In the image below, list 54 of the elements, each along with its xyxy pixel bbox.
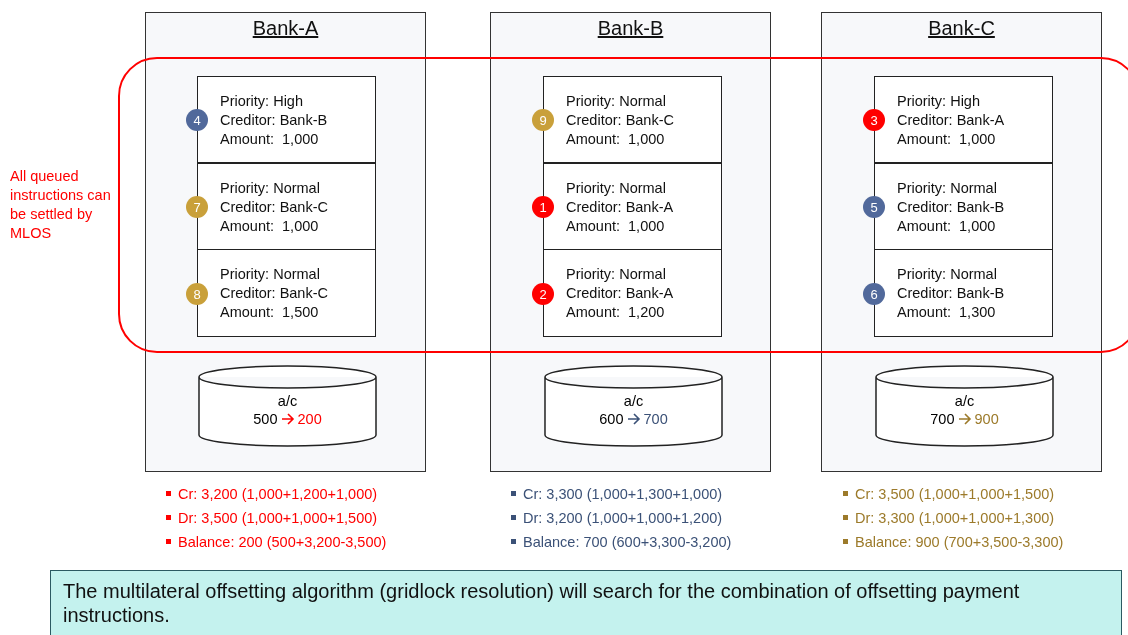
instruction-field: Priority: High [220,92,375,111]
instruction-field: Priority: Normal [897,265,1052,284]
instruction-field: Priority: Normal [566,92,721,111]
balance-before: 700 [930,411,955,427]
account-cylinder [875,365,1054,447]
instruction-field: Creditor: Bank-B [897,197,1052,217]
settlement-band [10,57,1128,353]
balance-after: 900 [974,411,999,427]
account-label: a/c [953,393,976,409]
instruction-field: Creditor: Bank-A [566,197,721,217]
instruction-field: Amount: 1,000 [566,216,721,236]
instruction-field: Creditor: Bank-A [897,111,1052,130]
instruction-field: Priority: High [897,92,1052,111]
account-label: a/c [276,393,299,409]
instruction-field: Amount: 1,000 [897,130,1052,149]
instruction-field: Amount: 1,000 [566,130,721,149]
balance-after: 200 [297,411,322,427]
instruction-field: Amount: 1,000 [220,130,375,149]
instruction-field: Priority: Normal [220,265,375,284]
instruction-field: Amount: 1,200 [566,303,721,322]
instruction-field: Amount: 1,300 [897,303,1052,322]
bullet-text: Balance: 900 (700+3,500-3,300) [855,534,1064,550]
account-cylinder [544,365,723,447]
panel-title: Bank-C [927,17,996,40]
instruction-field: Amount: 1,000 [220,216,375,236]
bullet-text: Cr: 3,300 (1,000+1,300+1,000) [523,486,723,502]
balance-before: 500 [253,411,278,427]
bullet-text: Dr: 3,500 (1,000+1,000+1,500) [178,510,378,526]
instruction-field: Creditor: Bank-C [566,111,721,130]
bullet-text: Balance: 200 (500+3,200-3,500) [178,534,387,550]
balance-after: 700 [643,411,668,427]
instruction-field: Amount: 1,000 [897,216,1052,236]
instruction-field: Creditor: Bank-B [897,284,1052,303]
instruction-field: Creditor: Bank-C [220,197,375,217]
panel-title: Bank-A [251,17,320,40]
instruction-field: Priority: Normal [566,178,721,198]
bullet-text: Dr: 3,300 (1,000+1,000+1,300) [855,510,1055,526]
bullet-text: Cr: 3,200 (1,000+1,200+1,000) [178,486,378,502]
note-box: The multilateral offsetting algorithm (gridlock resolution) will search for the combination of offsetting payment instructions. [50,570,1122,635]
bullet-text: Balance: 700 (600+3,300-3,200) [523,534,732,550]
bullet-text: Dr: 3,200 (1,000+1,000+1,200) [523,510,723,526]
account-cylinder [198,365,377,447]
instruction-field: Creditor: Bank-A [566,284,721,303]
instruction-field: Amount: 1,500 [220,303,375,322]
instruction-field: Creditor: Bank-C [220,284,375,303]
instruction-field: Priority: Normal [897,178,1052,198]
panel-title: Bank-B [596,17,665,40]
instruction-field: Priority: Normal [566,265,721,284]
account-label: a/c [622,393,645,409]
balance-before: 600 [599,411,624,427]
instruction-field: Creditor: Bank-B [220,111,375,130]
bullet-text: Cr: 3,500 (1,000+1,000+1,500) [855,486,1055,502]
band-note: All queued instructions can be settled by MLOS [10,167,112,243]
instruction-field: Priority: Normal [220,178,375,198]
